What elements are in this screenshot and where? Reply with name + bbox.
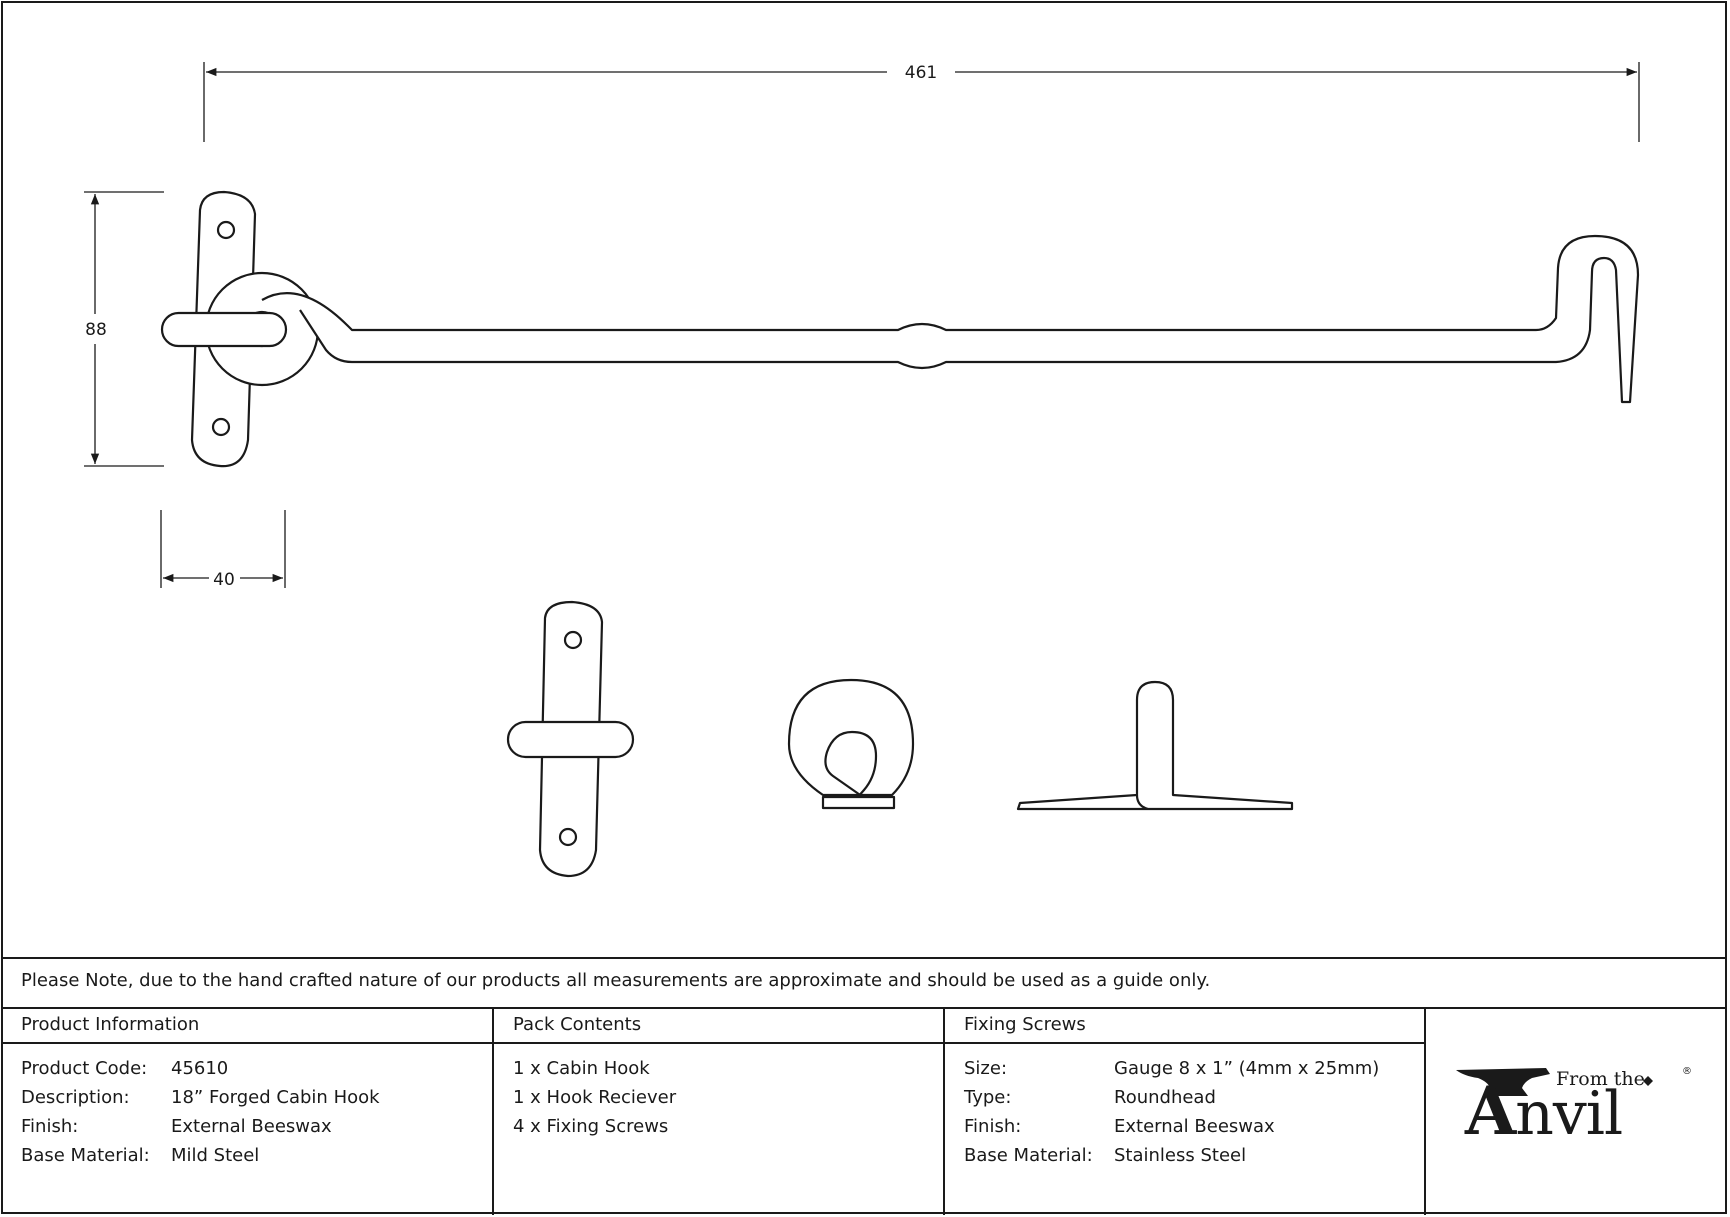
anvil-icon <box>1456 1068 1550 1096</box>
product-information-title: Product Information <box>21 1014 200 1035</box>
technical-drawing: 461 88 40 <box>84 62 1640 878</box>
hook-receiver-parts <box>506 600 1294 878</box>
note-divider-bottom <box>2 1007 1726 1009</box>
dimension-length-label: 461 <box>905 63 937 83</box>
dimension-overall-length <box>203 62 1640 142</box>
dimension-width-label: 40 <box>213 570 235 590</box>
note-divider-top <box>2 957 1726 959</box>
dimension-height <box>84 191 164 467</box>
measurement-note: Please Note, due to the hand crafted nat… <box>21 970 1211 991</box>
diamond-icon <box>1643 1076 1653 1086</box>
column-divider-3 <box>1424 1007 1426 1215</box>
row-label: Type: <box>964 1087 1012 1108</box>
row-label: Size: <box>964 1058 1008 1079</box>
receiver-side-profile <box>1016 680 1294 811</box>
cabin-hook-front-view <box>160 190 1640 468</box>
dimension-width <box>160 510 286 588</box>
logo-wordmark: Anvil <box>1465 1076 1623 1149</box>
hook-pin <box>160 311 288 348</box>
receiver-bar <box>506 720 635 759</box>
row-value: Stainless Steel <box>1114 1145 1247 1166</box>
list-item: 1 x Hook Reciever <box>513 1087 677 1108</box>
row-value: Roundhead <box>1114 1087 1216 1108</box>
logo-initial: A <box>1465 1072 1516 1150</box>
row-label: Finish: <box>21 1116 79 1137</box>
list-item: 1 x Cabin Hook <box>513 1058 650 1079</box>
row-label: Product Code: <box>21 1058 148 1079</box>
row-value: Gauge 8 x 1” (4mm x 25mm) <box>1114 1058 1380 1079</box>
logo-rest: nvil <box>1515 1079 1623 1149</box>
logo-from-text: From the <box>1556 1068 1645 1090</box>
from-the-anvil-logo: From the Anvil ® <box>1452 1058 1697 1149</box>
dimension-height-label: 88 <box>85 320 107 340</box>
column-divider-2 <box>943 1007 945 1215</box>
row-label: Base Material: <box>964 1145 1093 1166</box>
row-label: Description: <box>21 1087 130 1108</box>
row-value: Mild Steel <box>171 1145 260 1166</box>
receiver-ring <box>787 678 915 797</box>
pack-contents-list: 1 x Cabin Hook 1 x Hook Reciever 4 x Fix… <box>513 1054 676 1141</box>
section-title-divider <box>2 1042 1425 1044</box>
row-label: Base Material: <box>21 1145 150 1166</box>
row-value: External Beeswax <box>1114 1116 1275 1137</box>
fixing-screws-title: Fixing Screws <box>964 1014 1086 1035</box>
row-value: 45610 <box>171 1058 229 1079</box>
column-divider-1 <box>492 1007 494 1215</box>
row-value: 18” Forged Cabin Hook <box>171 1087 380 1108</box>
hook-shaft <box>261 234 1640 404</box>
pack-contents-title: Pack Contents <box>513 1014 642 1035</box>
list-item: 4 x Fixing Screws <box>513 1116 669 1137</box>
row-label: Finish: <box>964 1116 1022 1137</box>
registered-mark: ® <box>1682 1066 1692 1077</box>
row-value: External Beeswax <box>171 1116 332 1137</box>
